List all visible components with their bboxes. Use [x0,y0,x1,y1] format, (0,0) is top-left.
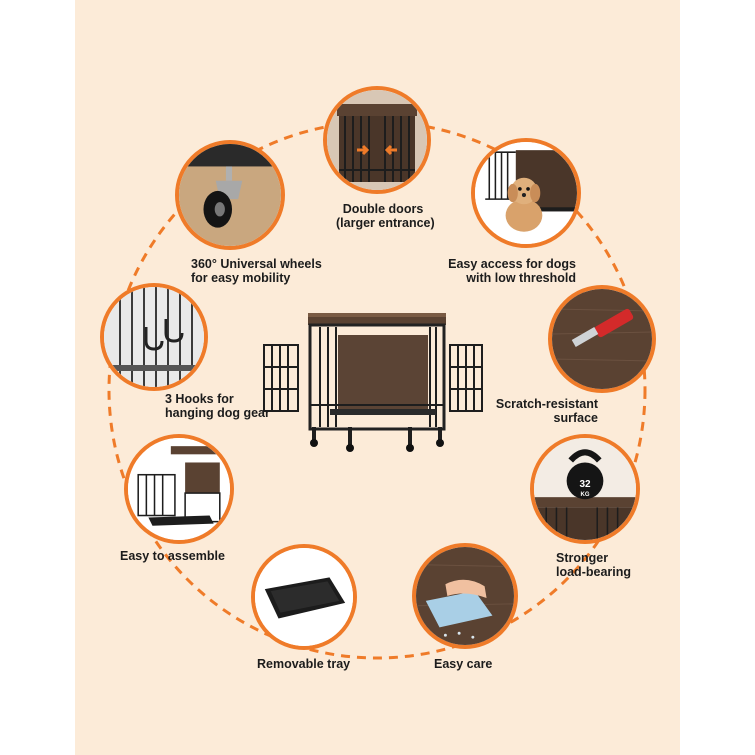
dog-crate-product-image [263,313,483,452]
feature-label-care: Easy care [434,657,493,671]
kettlebell-weight: 32 [579,479,591,490]
cleaning-cloth-image [412,543,518,649]
feature-label-access: Easy access for dogs with low threshold [448,257,576,285]
feature-label-scratch: Scratch-resistant surface [495,397,598,425]
crate-doors-image [323,86,431,194]
caster-wheel-image [175,140,285,250]
feature-label-tray: Removable tray [257,657,351,671]
dog-image [471,138,581,248]
knife-scratch-image [548,285,656,393]
feature-label-assemble: Easy to assemble [120,549,225,563]
feature-label-doors: Double doors (larger entrance) [336,202,435,230]
feature-label-load: Stronger load-bearing [556,551,632,579]
feature-label-wheels: 360° Universal wheels for easy mobility [191,257,322,285]
kettlebell-image: 32 KG [530,434,640,544]
hooks-image [100,283,208,391]
kettlebell-unit: KG [580,492,590,498]
assembly-image [124,434,234,544]
feature-label-hooks: 3 Hooks for hanging dog gear [165,392,270,420]
tray-image [251,544,357,650]
